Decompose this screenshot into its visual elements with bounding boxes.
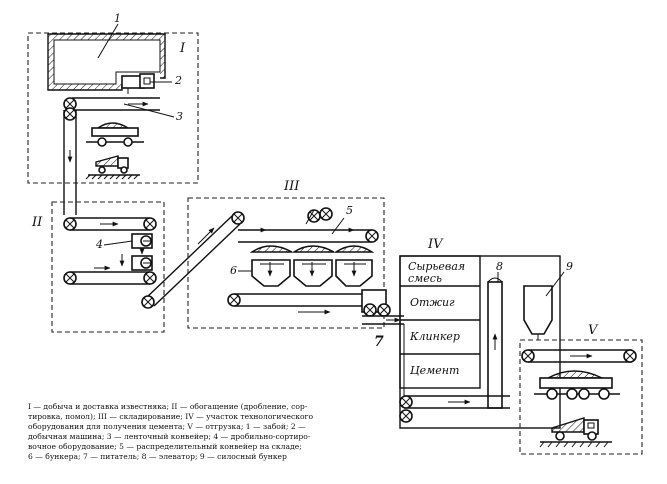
caption-line-6: 6 — бункера; 7 — питатель; 8 — элеватор;… (28, 452, 287, 461)
distribution-conveyor-5 (238, 207, 379, 243)
dump-truck-quarry (85, 155, 140, 180)
feeder-7 (361, 289, 404, 325)
caption-line-1: I — добыча и доставка известняка; II — о… (28, 402, 308, 411)
mining-machine-2 (121, 73, 155, 94)
stage-raw-mix-line2: смесь (408, 272, 442, 285)
section-iii-label: III (283, 179, 300, 194)
section-iv-label: IV (427, 237, 444, 252)
inclined-conveyor-ii-iii (141, 211, 245, 309)
stage-firing: Отжиг (410, 296, 455, 309)
section-ii-label: II (31, 215, 43, 230)
stage-raw-mix-line1: Сырьевая (408, 260, 465, 273)
crushing-equipment-4 (119, 233, 153, 271)
callout-9: 9 (566, 260, 573, 273)
caption-line-5: вочное оборудование; 5 — распределительн… (28, 442, 302, 451)
callout-6: 6 (230, 264, 237, 277)
stage-clinker: Клинкер (409, 330, 460, 343)
section-v-label: V (588, 323, 599, 338)
caption-line-2: тировка, помол); III — складирование; IV… (28, 412, 314, 421)
bunkers-6 (249, 245, 375, 287)
section-ii-enrichment: II 4 (31, 201, 245, 333)
callout-7: 7 (374, 334, 384, 350)
caption-line-3: оборудования для получения цемента; V — … (28, 422, 306, 431)
callout-4: 4 (95, 238, 103, 251)
figure-caption: I — добыча и доставка известняка; II — о… (28, 402, 388, 462)
section-iii-boundary (187, 197, 385, 329)
rail-wagon-shipping (534, 370, 620, 400)
section-v-shipping: V (519, 323, 643, 455)
silo-bunker-9 (523, 285, 553, 340)
stages-column (399, 255, 481, 389)
belt-conveyor-3 (63, 97, 160, 111)
section-i-label: I (179, 41, 186, 56)
section-iv-cement-plant: IV Сырьевая смесь Отжиг Клинкер Цемент 8… (399, 237, 573, 429)
callout-2: 2 (174, 74, 182, 87)
stage-cement: Цемент (410, 364, 459, 377)
section-ii-boundary (51, 201, 165, 333)
callout-5: 5 (346, 204, 353, 217)
callout-1: 1 (114, 12, 121, 25)
vertical-conveyor-i-ii (63, 107, 77, 215)
dump-truck-shipping (539, 417, 612, 448)
elevator-8 (487, 277, 503, 409)
rail-car (86, 122, 144, 147)
section-i-mining: I (27, 12, 199, 215)
section-v-boundary (519, 339, 643, 455)
callout-3: 3 (176, 110, 183, 123)
caption-line-4: добычная машина; 3 — ленточный конвейер;… (28, 432, 311, 441)
callout-8: 8 (496, 260, 503, 273)
section-iii-storage: III 5 6 (187, 179, 404, 350)
